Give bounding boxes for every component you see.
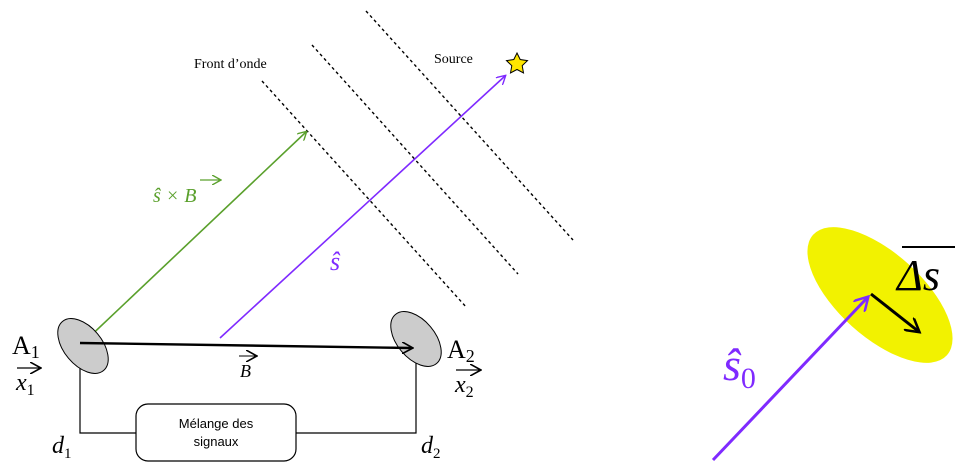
wavefront-line-1 [261,80,468,309]
s-hat-vector [219,76,505,339]
baseline-vector [79,341,412,348]
position-x1-label: x1 [15,368,40,399]
wavefront-label: Front d’onde [194,57,267,72]
delta-s-label: Δs [895,246,955,300]
s-cross-b-label: ŝ × B [153,180,220,207]
wavefront-line-3 [365,10,574,241]
s-cross-b-text: ŝ × B [153,185,197,207]
mixer-label-line1: Mélange des [179,416,254,431]
svg-text:B: B [240,361,251,381]
wire-d2 [296,342,417,434]
antenna-a1 [57,318,109,374]
svg-text:Δs: Δs [895,251,940,300]
svg-text:x2: x2 [454,372,474,401]
source-label: Source [434,52,473,67]
position-x2-label: x2 [454,370,480,401]
star-icon [505,51,529,74]
delay-d1-label: d1 [52,433,72,462]
s-cross-b-vector [82,132,306,344]
s-hat-label: ŝ [330,247,341,276]
delay-d2-label: d2 [421,433,441,462]
wire-d1 [79,340,136,434]
antenna-a2-label: A2 [447,335,475,366]
wavefront-lines [261,10,574,309]
antenna-a1-label: A1 [12,331,40,362]
s0-label: ŝ0 [723,339,756,395]
svg-text:x1: x1 [15,370,35,399]
delta-s-vector [870,292,918,331]
s0-vector [711,298,867,462]
baseline-label: B [239,356,256,381]
mixer-box [135,403,297,462]
mixer-label-line2: signaux [194,434,239,449]
